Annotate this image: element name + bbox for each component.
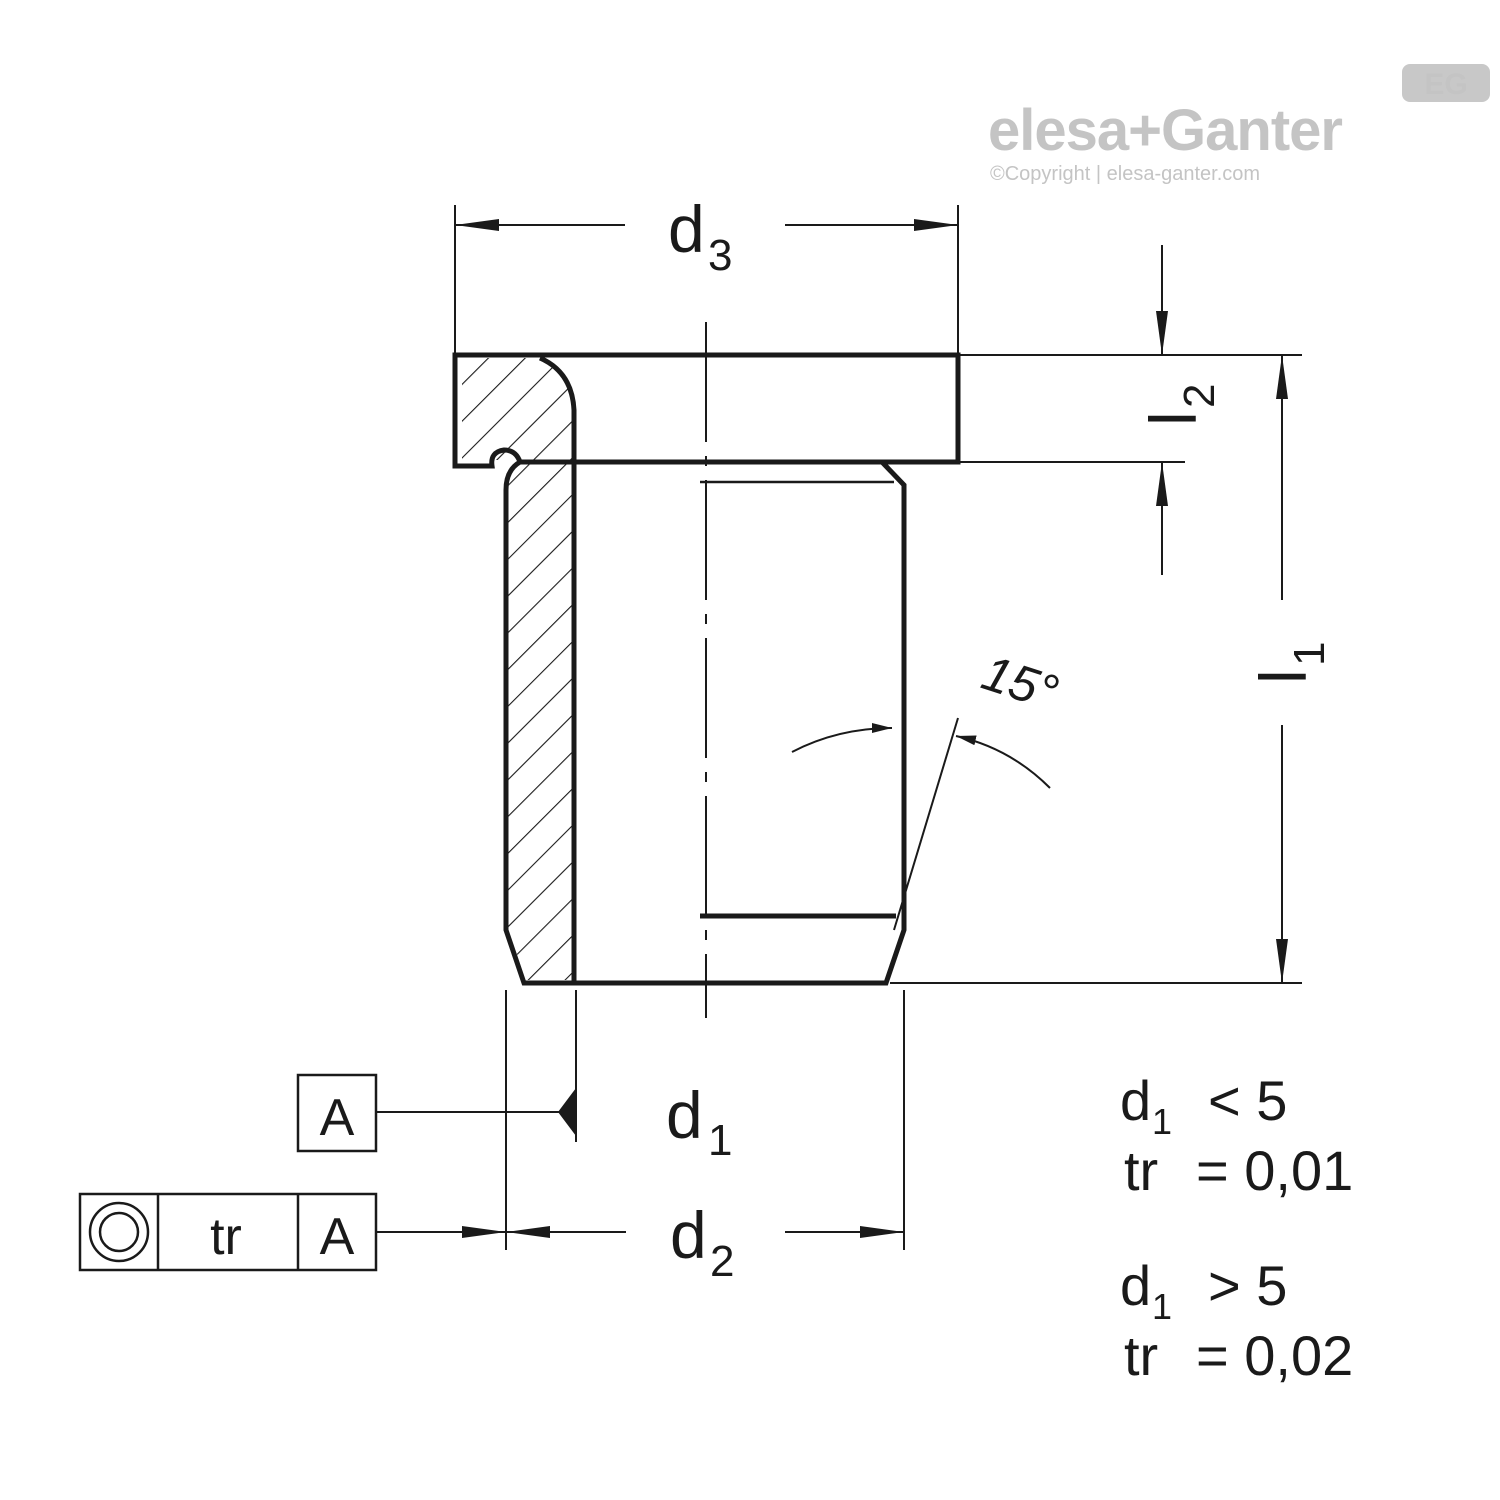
part-outer-wall (503, 459, 907, 986)
svg-text:l: l (1136, 411, 1210, 426)
note3-var: d (1120, 1254, 1151, 1317)
l1-letter: l (1246, 669, 1320, 684)
brand-badge-text: EG (1424, 68, 1467, 101)
note1-var: d (1120, 1069, 1151, 1132)
note3-sub: 1 (1152, 1286, 1172, 1327)
note1-cond: < 5 (1208, 1069, 1287, 1132)
dimension-d2: d 2 (376, 990, 905, 1286)
bushing-section (452, 322, 961, 1018)
d1-letter: d (666, 1078, 703, 1152)
l2-subscript: 2 (1175, 384, 1224, 408)
dimension-l1: l 1 (890, 355, 1334, 984)
part-outline (452, 352, 961, 469)
note3-cond: > 5 (1208, 1254, 1287, 1317)
d2-subscript: 2 (710, 1237, 734, 1286)
dimension-d3: d 3 (454, 192, 959, 355)
svg-text:d: d (666, 1078, 703, 1152)
svg-text:< 5: < 5 (1208, 1069, 1287, 1132)
angle-label: 15° (975, 644, 1064, 721)
tolerance-value: tr (210, 1208, 242, 1266)
svg-text:1: 1 (1152, 1101, 1172, 1142)
svg-text:1: 1 (1285, 642, 1334, 666)
svg-text:1: 1 (1152, 1286, 1172, 1327)
brand-logo: EG elesa+Ganter ©Copyright | elesa-gante… (988, 64, 1490, 185)
note4-var: tr (1124, 1324, 1158, 1387)
svg-text:d: d (668, 192, 705, 266)
d3-subscript: 3 (708, 231, 732, 280)
d2-letter: d (670, 1198, 707, 1272)
svg-text:= 0,01: = 0,01 (1196, 1139, 1353, 1202)
svg-text:tr: tr (1124, 1139, 1158, 1202)
note4-cond: = 0,02 (1196, 1324, 1353, 1387)
dimension-l2: l 2 (958, 245, 1302, 575)
note1-sub: 1 (1152, 1101, 1172, 1142)
dimension-d1: d 1 (666, 1078, 732, 1165)
d3-letter: d (668, 192, 705, 266)
concentricity-icon (88, 1201, 150, 1263)
svg-text:= 0,02: = 0,02 (1196, 1324, 1353, 1387)
svg-text:d: d (1120, 1254, 1151, 1317)
svg-text:2: 2 (1175, 384, 1224, 408)
note2-cond: = 0,01 (1196, 1139, 1353, 1202)
note2-var: tr (1124, 1139, 1158, 1202)
svg-text:2: 2 (710, 1237, 734, 1286)
d1-subscript: 1 (708, 1116, 732, 1165)
tolerance-notes: d 1 < 5 tr = 0,01 d 1 > 5 tr = 0,02 (1120, 1069, 1353, 1387)
l2-letter: l (1136, 411, 1210, 426)
datum-triangle (558, 1088, 576, 1136)
brand-logo-text: elesa+Ganter (988, 98, 1342, 163)
datum-label: A (320, 1089, 355, 1147)
svg-text:3: 3 (708, 231, 732, 280)
section-hatch (462, 358, 576, 980)
l1-subscript: 1 (1285, 642, 1334, 666)
brand-copyright: ©Copyright | elesa-ganter.com (990, 163, 1260, 185)
svg-text:tr: tr (1124, 1324, 1158, 1387)
svg-text:1: 1 (708, 1116, 732, 1165)
svg-text:l: l (1246, 669, 1320, 684)
datum-feature: A (296, 990, 577, 1250)
svg-text:d: d (670, 1198, 707, 1272)
tolerance-datum: A (320, 1208, 355, 1266)
svg-text:d: d (1120, 1069, 1151, 1132)
dimension-angle: 15° (791, 644, 1065, 931)
svg-text:> 5: > 5 (1208, 1254, 1287, 1317)
tolerance-frame: tr A (78, 1192, 378, 1272)
section-inner-edge (538, 355, 577, 983)
brand-badge (1402, 64, 1490, 102)
